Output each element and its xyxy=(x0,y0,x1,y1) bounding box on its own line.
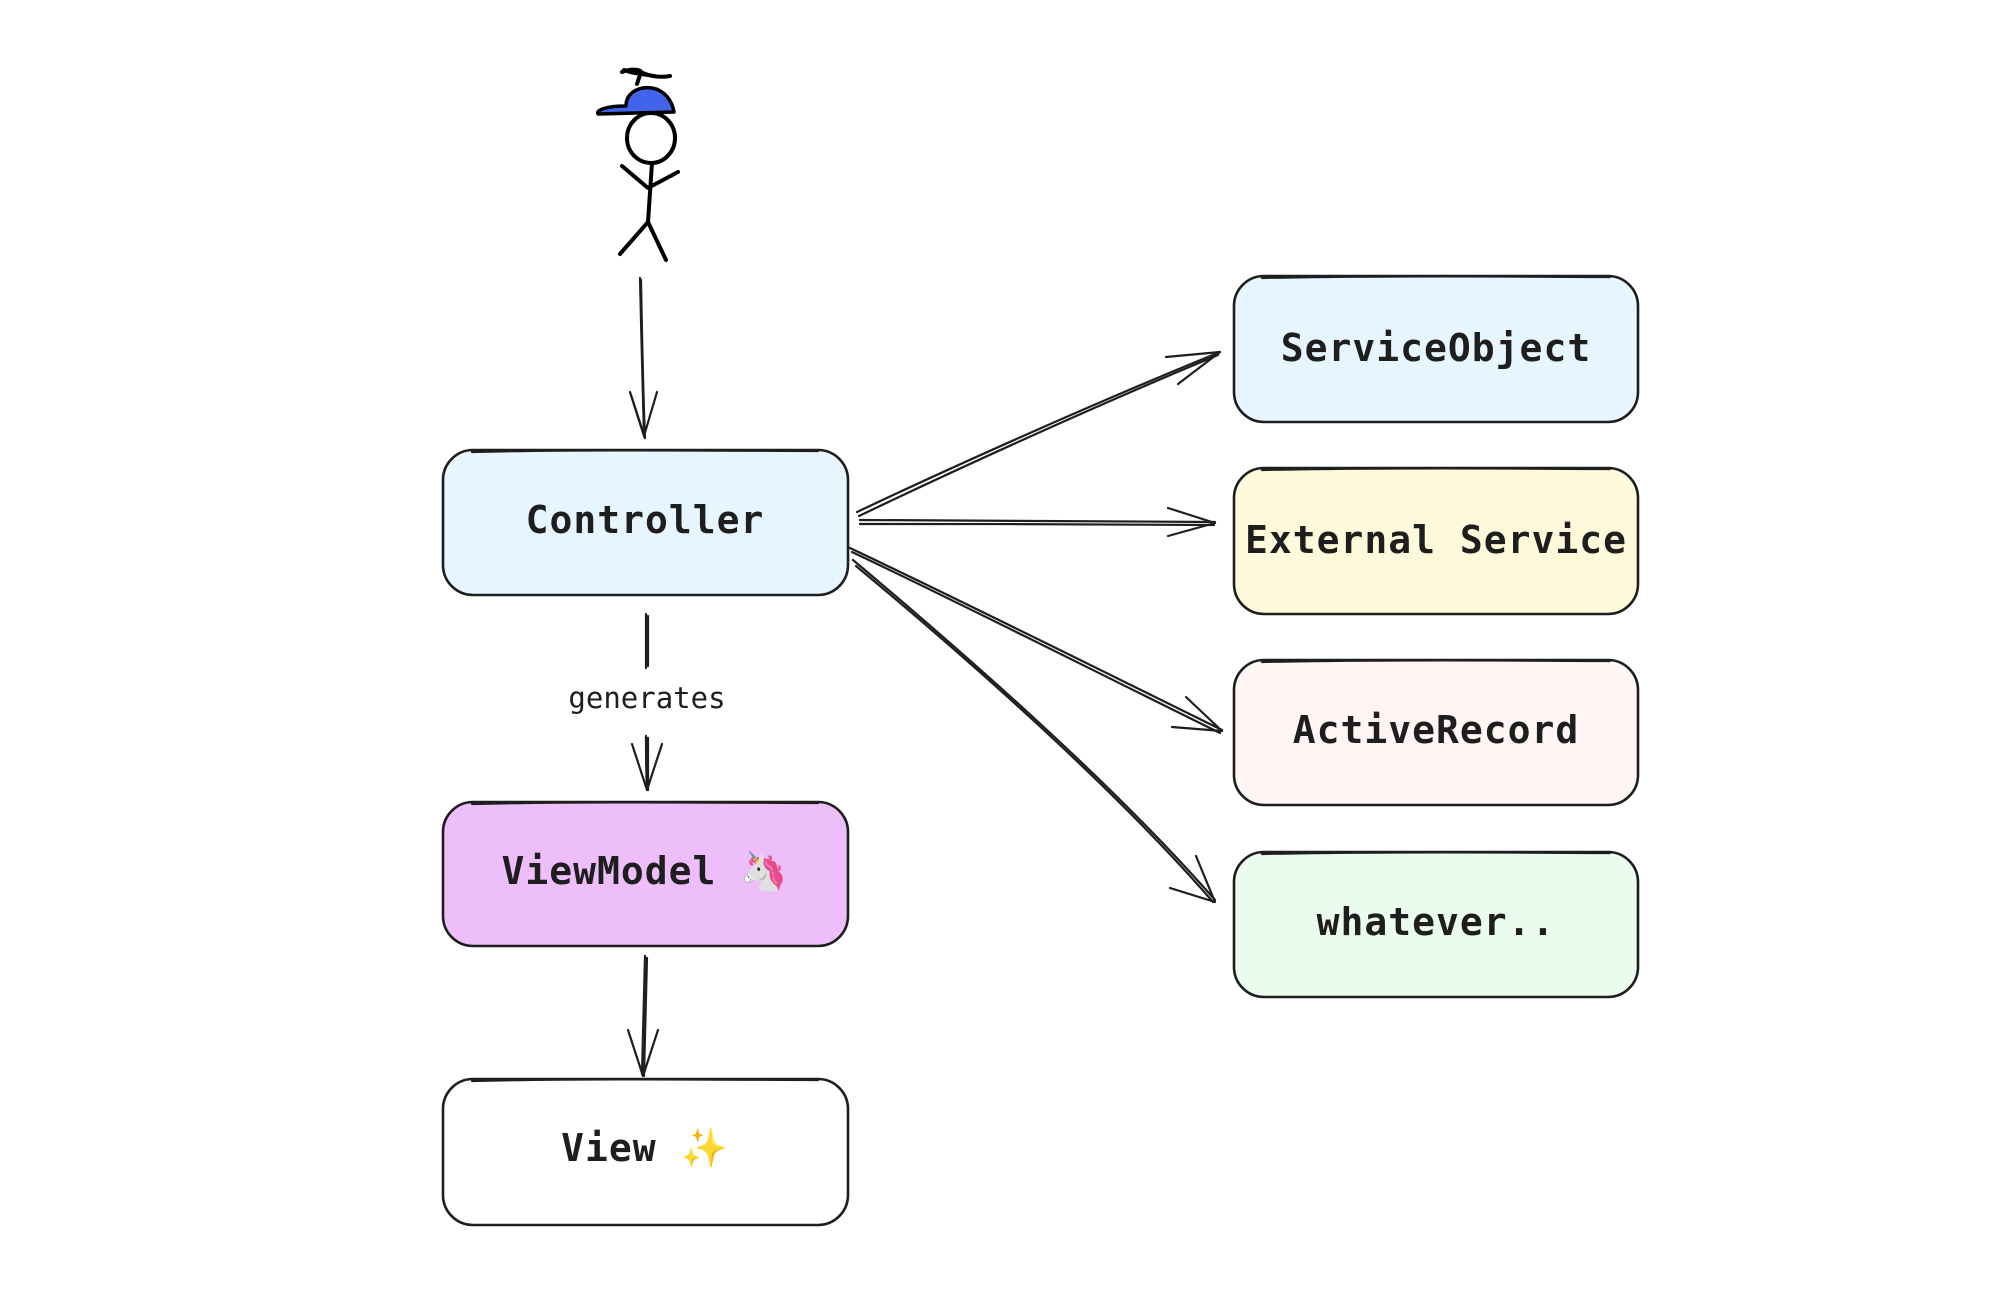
arrow-controller-to-whatever xyxy=(851,558,1217,904)
user-stick-figure-icon xyxy=(596,67,680,262)
external-service-label: External Service xyxy=(1245,518,1627,562)
whatever-label: whatever.. xyxy=(1317,900,1556,944)
external-service-node[interactable]: External Service xyxy=(1232,466,1640,616)
arrow-controller-to-active-record xyxy=(848,546,1224,735)
view-node[interactable]: View ✨ xyxy=(441,1077,850,1227)
service-object-node[interactable]: ServiceObject xyxy=(1232,274,1640,424)
service-object-label: ServiceObject xyxy=(1281,326,1591,370)
cap-icon xyxy=(596,85,676,116)
view-model-node[interactable]: ViewModel 🦄 xyxy=(441,800,850,948)
controller-label: Controller xyxy=(526,498,765,542)
controller-node[interactable]: Controller xyxy=(441,448,850,597)
active-record-node[interactable]: ActiveRecord xyxy=(1232,658,1640,807)
arrow-view-model-to-view xyxy=(626,954,660,1078)
active-record-label: ActiveRecord xyxy=(1293,708,1580,752)
whatever-node[interactable]: whatever.. xyxy=(1232,850,1640,999)
view-label: View ✨ xyxy=(561,1126,729,1170)
arrow-user-to-controller xyxy=(628,276,659,440)
generates-edge-label: generates xyxy=(568,681,725,715)
arrow-controller-to-service-object xyxy=(855,350,1222,518)
arrow-controller-to-external-service xyxy=(858,506,1217,538)
arrow-controller-to-view-model xyxy=(630,612,664,792)
view-model-label: ViewModel 🦄 xyxy=(501,849,788,893)
